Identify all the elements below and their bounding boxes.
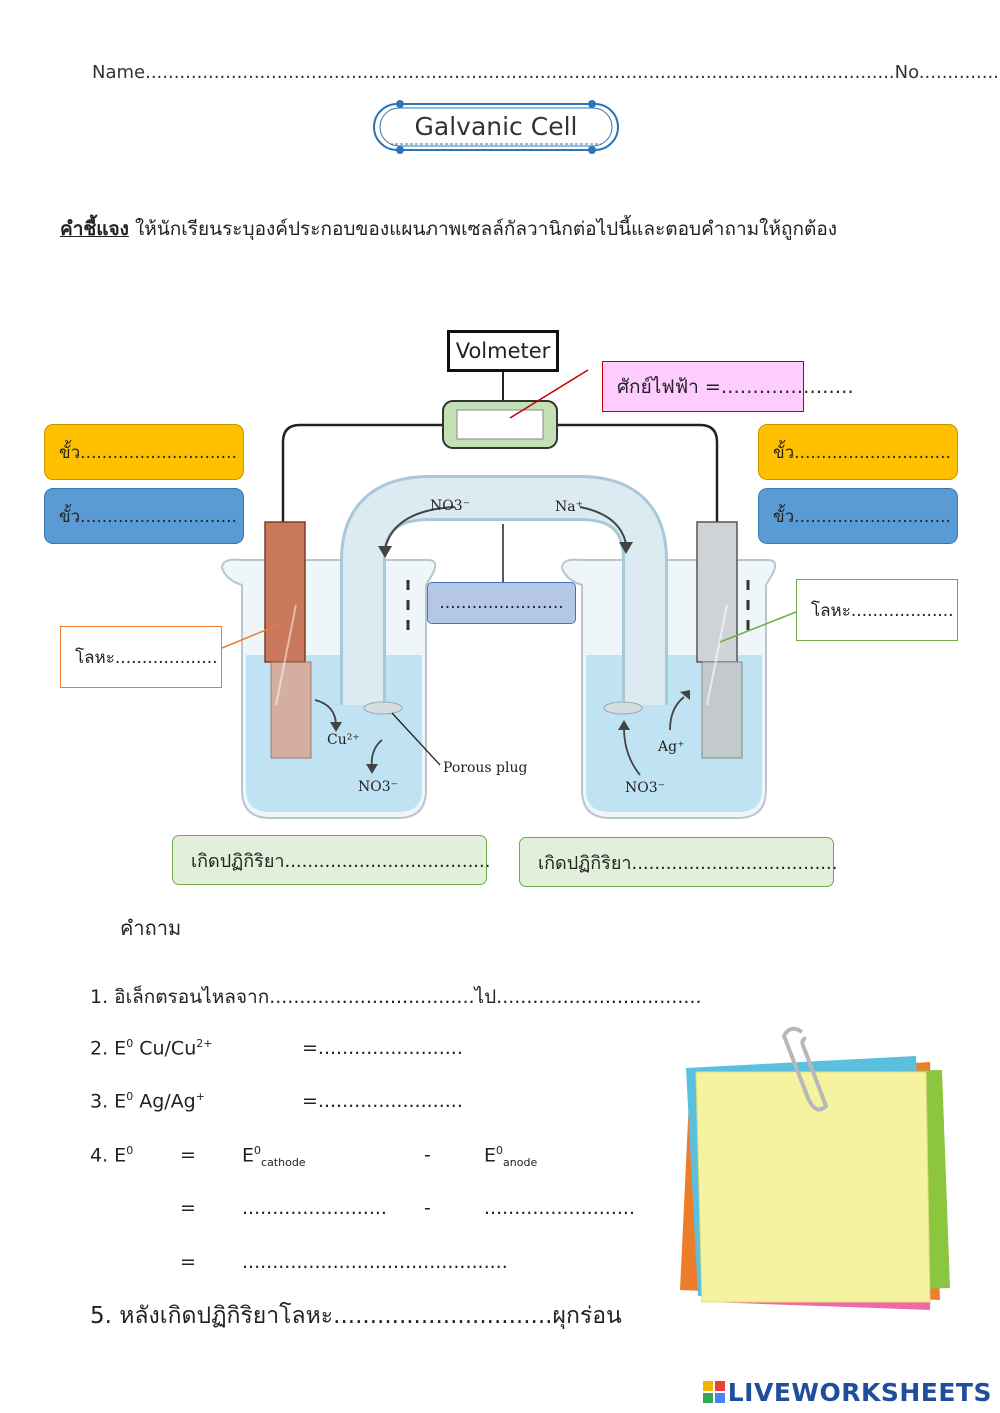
question-4-label: 4. E0 [90,1144,133,1166]
questions-heading: คำถาม [120,916,182,940]
q4-minus-2: - [424,1197,431,1219]
q4-equals-1: = [180,1144,196,1166]
liveworksheets-logo: LIVEWORKSHEETS [702,1378,992,1407]
ion-ag: Ag⁺ [658,739,685,755]
sticky-notes-image [680,1026,950,1310]
instruction: คำชี้แจง ให้นักเรียนระบุองค์ประกอบของแผน… [60,214,837,244]
q4-cathode-sub: cathode [261,1156,306,1170]
right-pole-input-2[interactable]: ขั้ว............................. [758,488,958,544]
q4-e: 4. E [90,1144,127,1167]
ion-na-top: Na⁺ [555,499,583,515]
q2-e: 2. E [90,1037,127,1060]
right-metal-pointer [719,611,797,643]
q4-cathode-answer[interactable]: ........................ [242,1197,387,1219]
question-3-answer[interactable]: =........................ [302,1090,463,1112]
left-metal-input[interactable]: โลหะ................... [60,626,222,688]
paperclip-icon [781,1026,829,1112]
q2-sup: 0 [126,1037,134,1050]
question-5[interactable]: 5. หลังเกิดปฏิกิริยาโลหะ................… [90,1303,622,1329]
voltmeter-screen [456,409,544,440]
left-pole-input-1[interactable]: ขั้ว............................. [44,424,244,480]
q4-ecathode: E0cathode [242,1144,306,1169]
potential-pointer [509,369,589,419]
q4-anode-answer[interactable]: ......................... [484,1197,635,1219]
right-pole-input-1[interactable]: ขั้ว............................. [758,424,958,480]
logo-text: LIVEWORKSHEETS [727,1378,992,1407]
ion-no3-left: NO3⁻ [358,779,399,795]
q3-sup: 0 [126,1090,134,1103]
porous-plug-label: Porous plug [443,760,528,776]
left-reaction-input[interactable]: เกิดปฏิกิริยา...........................… [172,835,490,885]
q2-charge: 2+ [196,1037,213,1050]
ion-no3-top: NO3⁻ [430,498,471,514]
right-reaction-input[interactable]: เกิดปฏิกิริยา...........................… [519,837,837,887]
name-line: Name....................................… [92,62,1000,83]
title-banner-frame [373,100,619,154]
salt-bridge [343,478,665,705]
q2-couple: Cu/Cu [133,1037,197,1060]
silver-electrode [696,521,738,663]
question-2-answer[interactable]: =........................ [302,1037,463,1059]
yellow-note [695,1071,931,1303]
voltmeter-label: Volmeter [447,330,559,372]
q4-sup: 0 [126,1144,134,1157]
question-1[interactable]: 1. อิเล็กตรอนไหลจาก.....................… [90,986,702,1008]
ion-no3-right: NO3⁻ [625,780,666,796]
galvanic-cell-diagram [220,369,797,819]
potential-input[interactable]: ศักย์ไฟฟ้า =………………… [602,361,854,412]
q3-couple: Ag/Ag [133,1090,196,1113]
q4-result-answer[interactable]: ........................................… [242,1251,508,1273]
q4-anode-sub: anode [503,1156,538,1170]
q4-eanode-e: E [484,1144,497,1167]
lw-badge-icon [702,1381,725,1403]
q4-minus-1: - [424,1144,431,1166]
left-pole-input-2[interactable]: ขั้ว............................. [44,488,244,544]
silver-submerged [701,661,743,759]
question-2: 2. E0 Cu/Cu2+ [90,1037,212,1059]
salt-bridge-input[interactable]: ....................... [427,582,576,624]
copper-electrode [264,521,306,663]
right-metal-input[interactable]: โลหะ................... [796,579,958,641]
copper-submerged [270,661,312,759]
q4-equals-3: = [180,1251,196,1273]
title-banner: Galvanic Cell [370,98,622,156]
instruction-label: คำชี้แจง [60,218,129,240]
left-porous-plug [363,701,403,715]
left-wire [281,423,443,522]
page-title: Galvanic Cell [414,112,578,141]
left-metal-pointer [221,624,279,649]
q3-e: 3. E [90,1090,127,1113]
q4-equals-2: = [180,1197,196,1219]
porous-plug-pointer [391,712,441,766]
question-3: 3. E0 Ag/Ag+ [90,1090,205,1112]
q4-eanode-sup: 0 [496,1144,504,1157]
instruction-text: ให้นักเรียนระบุองค์ประกอบของแผนภาพเซลล์ก… [134,218,838,240]
q4-ecathode-e: E [242,1144,255,1167]
q3-charge: + [195,1090,205,1103]
right-wire [557,423,719,522]
q4-ecathode-sup: 0 [254,1144,262,1157]
ion-cu: Cu²⁺ [327,732,360,748]
right-porous-plug [603,701,643,715]
q4-eanode: E0anode [484,1144,537,1169]
